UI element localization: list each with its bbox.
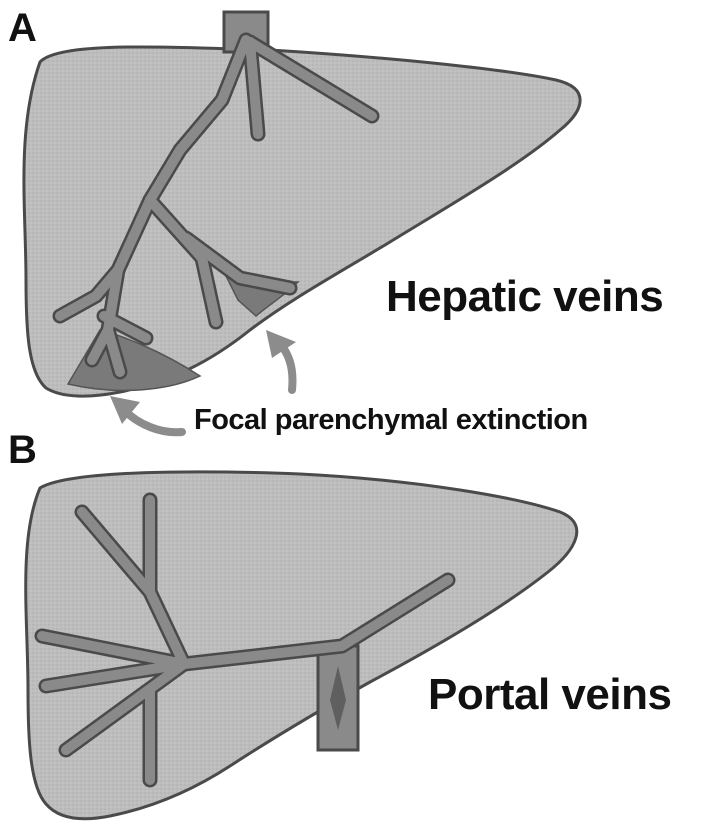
portal-veins-caption: Portal veins [428, 670, 671, 720]
panel-a-liver [24, 12, 580, 396]
panel-b-liver [26, 472, 577, 819]
panel-b-label: B [8, 428, 37, 473]
arrowhead-right [266, 330, 296, 358]
hepatic-veins-caption: Hepatic veins [386, 272, 663, 322]
focal-extinction-annotation: Focal parenchymal extinction [194, 404, 588, 437]
arrow-left [124, 410, 182, 432]
panel-a-label: A [8, 6, 37, 51]
